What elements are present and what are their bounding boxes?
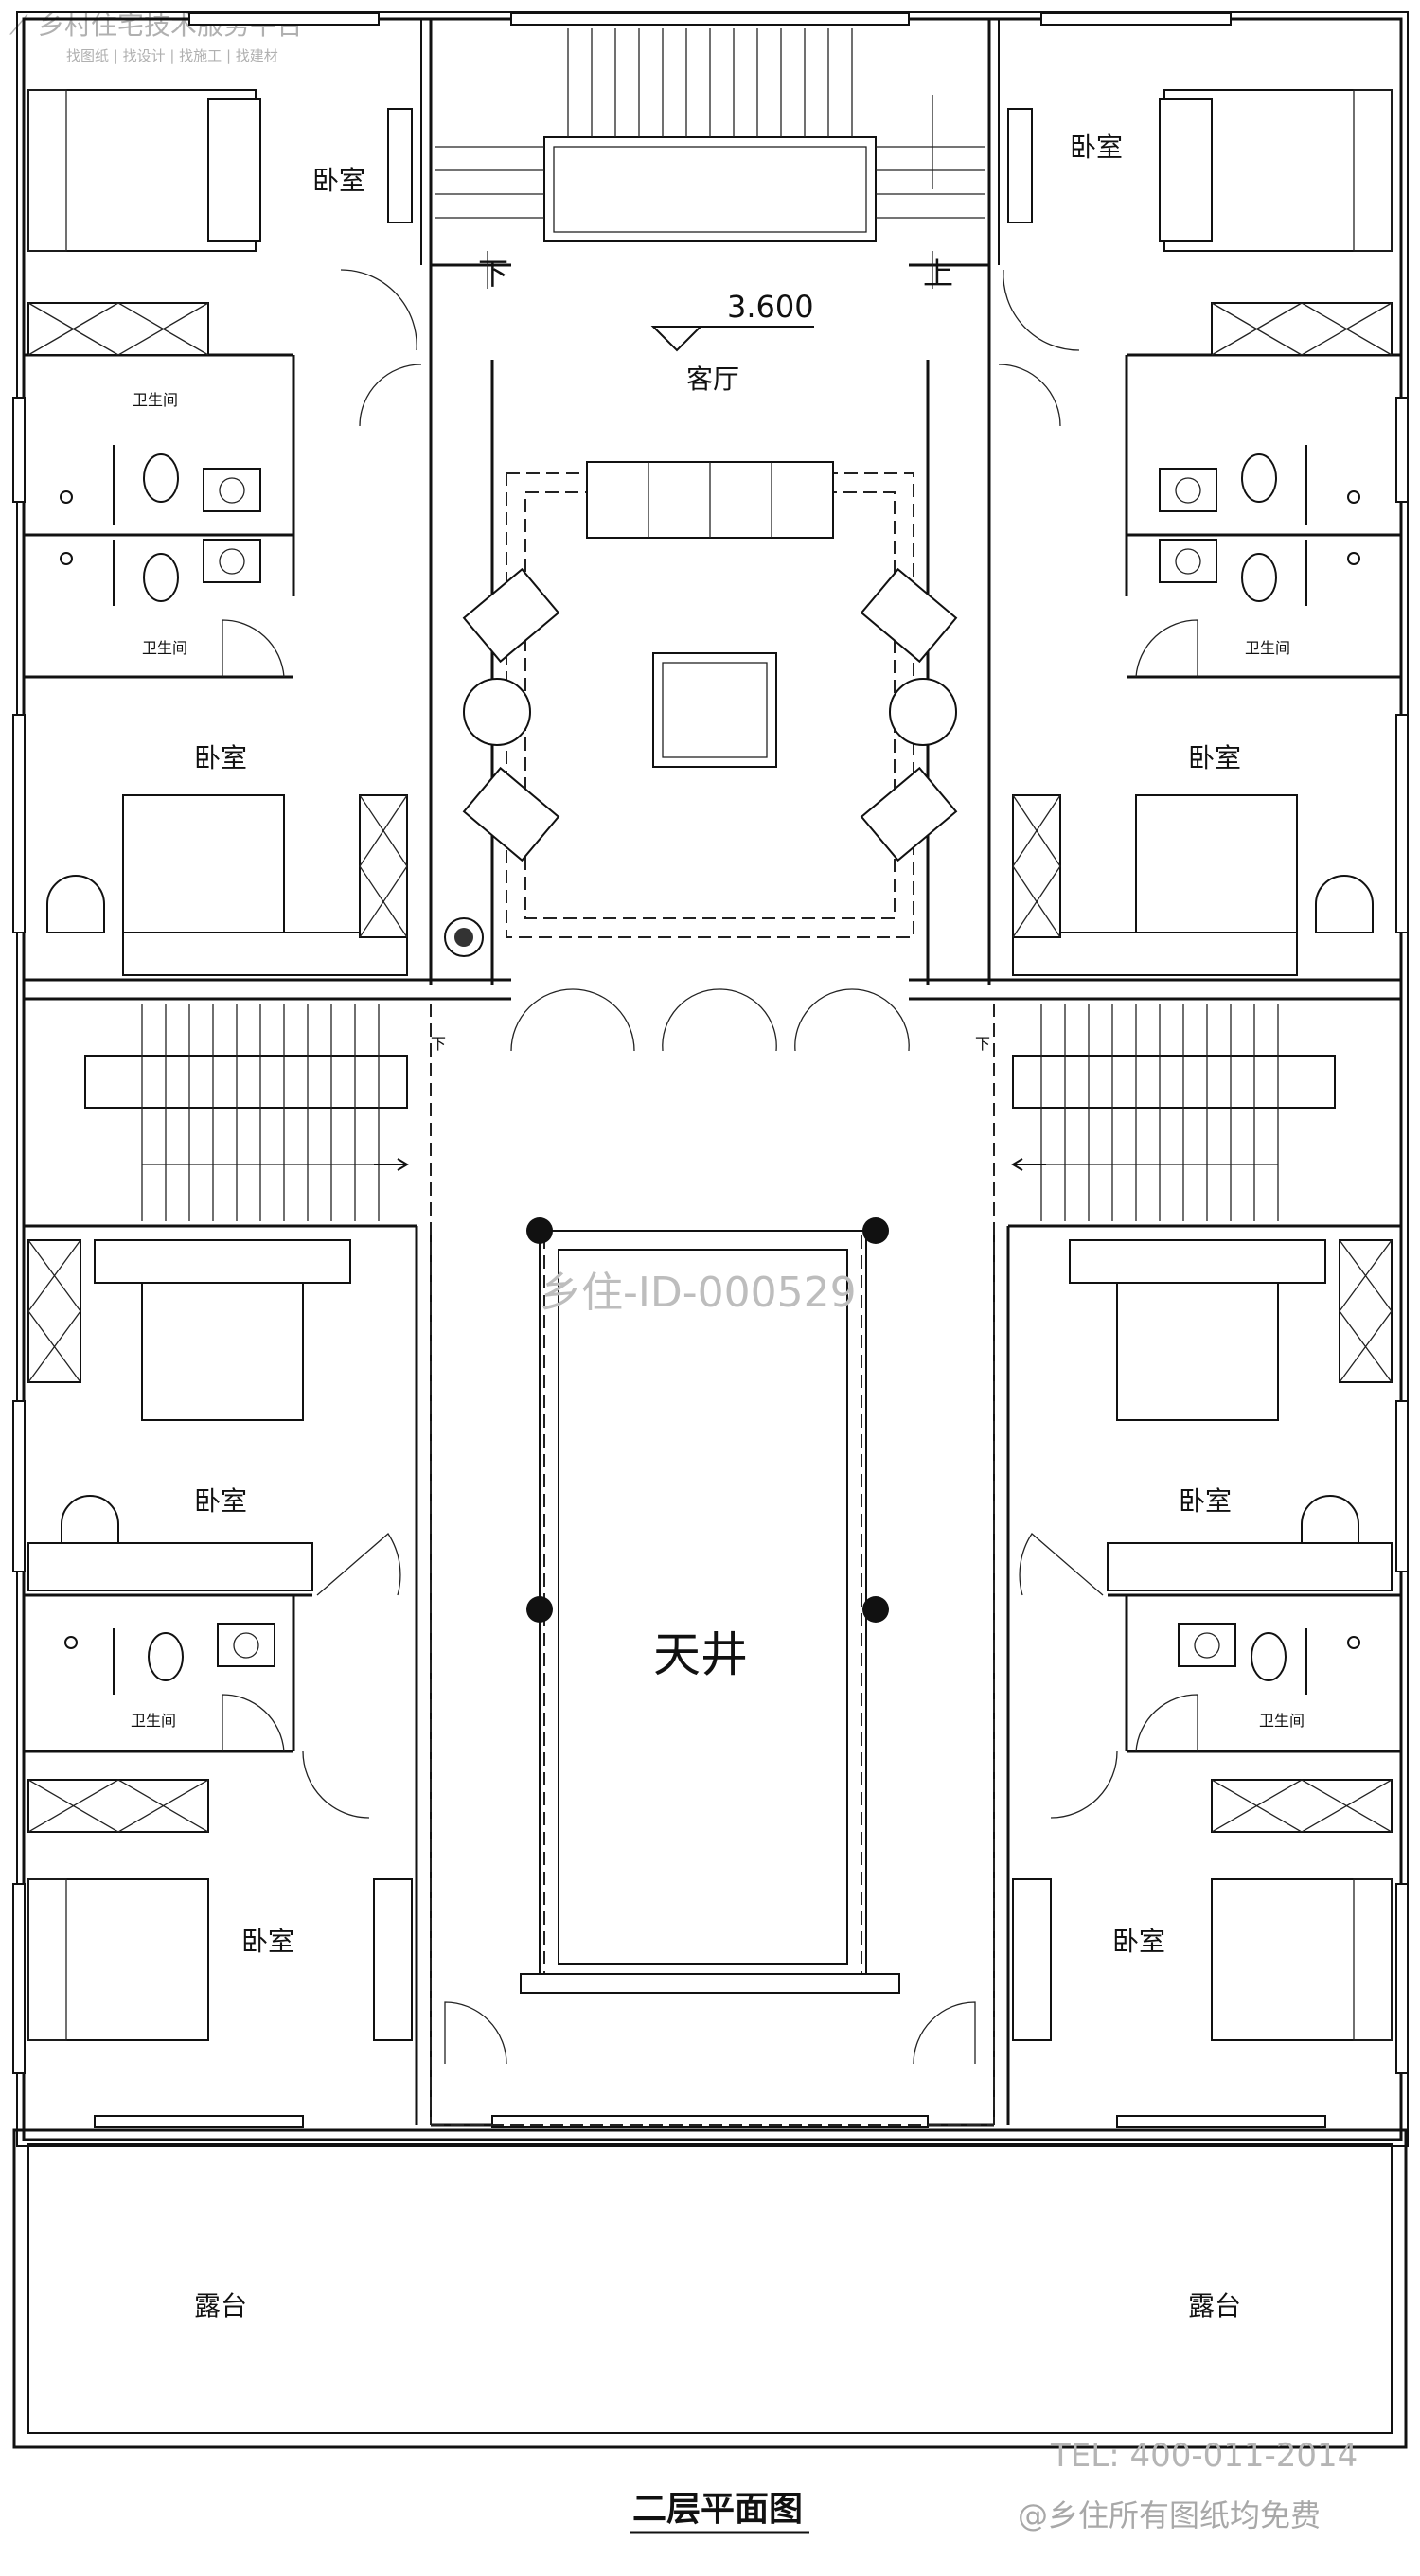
bathroom-label-5: 卫生间 [1259,1712,1305,1730]
stair-down-label-left: 下 [431,1035,446,1053]
bedroom-label-1: 卧室 [312,165,365,196]
level-elevation: 3.600 [727,289,814,325]
courtyard-label: 天井 [653,1627,748,1682]
bathroom-label-2: 卫生间 [142,639,187,657]
side-staircase-right [1012,1004,1336,1221]
bathroom-lower-right [1135,1623,1360,1752]
bedroom-mid-right [1012,794,1374,976]
courtyard [430,1004,995,2126]
brand-tagline: 找图纸 | 找设计 | 找施工 | 找建材 [66,47,278,64]
plant-icon [454,928,473,947]
bedroom-upper-left [27,89,413,356]
interior-walls [24,19,1401,2127]
plan-title: 二层平面图 [632,2490,803,2529]
bathroom-label-3: 卫生间 [1245,639,1290,657]
watermark-id: 乡住-ID-000529 [540,1269,857,1317]
bedroom-upper-right [1007,89,1393,356]
footer-tel: TEL: 400-011-2014 [1050,2437,1358,2475]
bedroom-lower-left-1 [27,1239,401,1596]
main-staircase [435,28,985,289]
bedroom-label-4: 卧室 [1188,742,1241,773]
bathroom-upper-left [60,445,285,678]
bathroom-upper-right [1135,445,1360,678]
stair-arrow-right-icon [1011,1158,1046,1171]
stair-up-label: 上 [923,256,953,292]
brand-logo: ⟋ [9,9,28,41]
bedroom-lower-left-2 [27,1750,413,2041]
bedroom-label-8: 卧室 [1112,1926,1165,1957]
living-room-label: 客厅 [686,364,739,395]
brand-mark-icon: ⟋ [9,9,28,41]
side-staircase-left [84,1004,408,1221]
bedroom-lower-right-2 [1012,1750,1393,2041]
bedroom-lower-right-1 [1019,1239,1393,1596]
living-room-furniture [444,461,958,957]
bedroom-label-7: 卧室 [1179,1485,1232,1517]
windows [12,12,1409,2128]
stair-down-label: 下 [478,256,508,292]
footer-notice: @乡住所有图纸均免费 [1018,2497,1321,2533]
courtyard-column-icons [526,1217,889,1623]
bedroom-label-6: 卧室 [241,1926,294,1957]
bathroom-lower-left [64,1623,285,1752]
bedroom-label-3: 卧室 [194,742,247,773]
terrace-label-right: 露台 [1188,2290,1241,2321]
bedroom-label-2: 卧室 [1070,132,1123,163]
bathroom-label-1: 卫生间 [133,391,178,409]
bedroom-mid-left [46,794,408,976]
living-room-doors [340,269,1080,1052]
terrace-label-left: 露台 [194,2290,247,2321]
bathroom-label-4: 卫生间 [131,1712,176,1730]
stair-arrow-left-icon [374,1158,409,1171]
level-marker-icon [650,326,814,352]
bedroom-label-5: 卧室 [194,1485,247,1517]
stair-down-label-right: 下 [975,1035,990,1053]
